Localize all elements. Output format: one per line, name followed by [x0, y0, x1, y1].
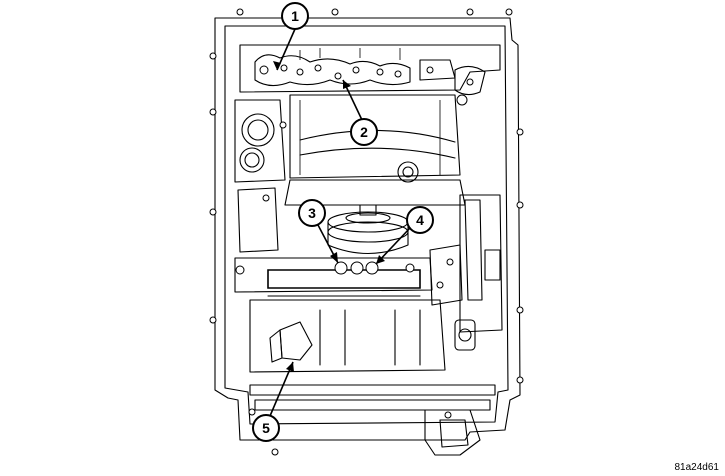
figure-code: 81a24d61 — [674, 462, 720, 473]
callout-1: 1 — [281, 2, 309, 30]
arrow-2 — [343, 80, 351, 89]
case-outline — [214, 17, 521, 441]
perimeter-bolt-holes — [209, 8, 524, 456]
arrow-3 — [330, 252, 338, 263]
callout-2: 2 — [350, 118, 378, 146]
lower-body — [248, 299, 496, 456]
callout-3-label: 3 — [308, 205, 316, 221]
callout-1-label: 1 — [291, 8, 299, 24]
callout-4-label: 4 — [416, 212, 424, 228]
mid-plate — [234, 257, 433, 297]
leader-5 — [269, 361, 294, 417]
servo-assembly — [327, 204, 409, 255]
arrow-5 — [286, 362, 294, 372]
arrow-4 — [376, 255, 385, 264]
right-linkage — [429, 194, 503, 351]
central-channel — [284, 94, 466, 206]
arrow-1 — [273, 61, 281, 70]
callout-5: 5 — [252, 414, 280, 442]
callout-2-label: 2 — [360, 124, 368, 140]
left-side-ports — [234, 99, 287, 253]
callout-leaders — [269, 28, 411, 417]
callout-4: 4 — [406, 206, 434, 234]
callout-5-label: 5 — [262, 420, 270, 436]
upper-valve-body — [239, 44, 501, 106]
callout-3: 3 — [298, 199, 326, 227]
